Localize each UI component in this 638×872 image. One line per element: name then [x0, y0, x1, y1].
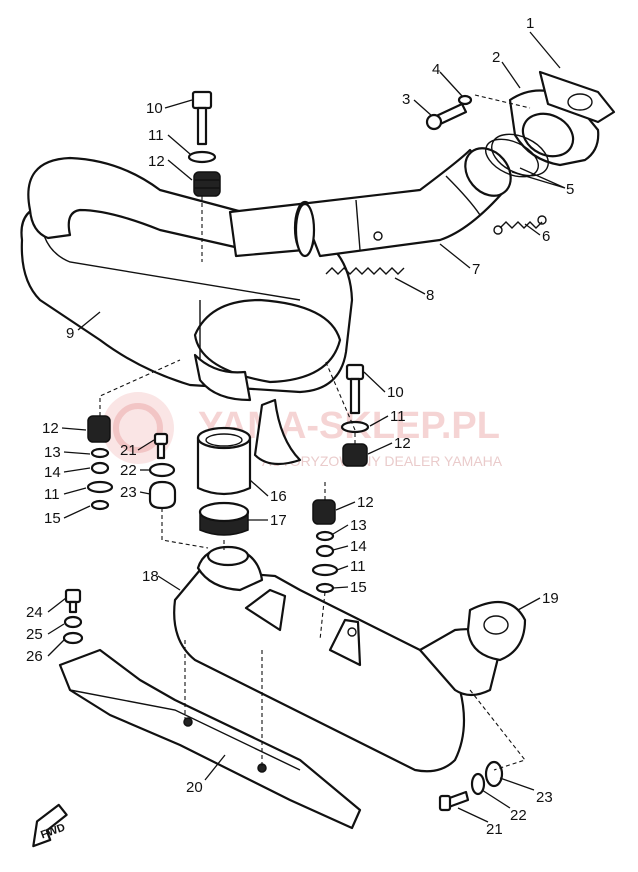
lower-right-stack — [438, 760, 504, 812]
callout-24: 24 — [26, 604, 43, 621]
callout-13-lower: 13 — [350, 517, 367, 534]
callout-12-upper: 12 — [148, 153, 165, 170]
callout-9: 9 — [66, 325, 74, 342]
callout-22-center: 22 — [120, 462, 137, 479]
exhaust-pipe-part — [294, 147, 512, 258]
watermark-subtitle: AUTORYZOWANY DEALER YAMAHA — [262, 453, 503, 469]
right-mount-stack — [340, 363, 370, 467]
ring-17-part — [198, 501, 250, 536]
center-bolt-stack — [148, 432, 177, 510]
callout-1: 1 — [526, 15, 534, 32]
callout-2: 2 — [492, 49, 500, 66]
callout-26: 26 — [26, 648, 43, 665]
callout-11-lower: 11 — [350, 558, 366, 575]
callout-25: 25 — [26, 626, 43, 643]
callout-23-lower: 23 — [536, 789, 553, 806]
callout-10-right: 10 — [387, 384, 404, 401]
callout-14-left: 14 — [44, 464, 61, 481]
upper-mount-stack — [187, 90, 221, 197]
exhaust-flange-part — [508, 70, 616, 167]
callout-10-upper: 10 — [146, 100, 163, 117]
callout-13-left: 13 — [44, 444, 61, 461]
callout-11-upper: 11 — [148, 127, 164, 144]
callout-5: 5 — [566, 181, 574, 198]
callout-11-left: 11 — [44, 486, 60, 503]
callout-20: 20 — [186, 779, 203, 796]
callout-12-right: 12 — [394, 435, 411, 452]
callout-18: 18 — [142, 568, 159, 585]
lower-muffler-part — [173, 545, 527, 773]
callout-3: 3 — [402, 91, 410, 108]
lower-left-stack — [62, 588, 84, 645]
right-lower-stack — [311, 499, 339, 594]
callout-19: 19 — [542, 590, 559, 607]
callout-14-lower: 14 — [350, 538, 367, 555]
callout-23-center: 23 — [120, 484, 137, 501]
callout-7: 7 — [472, 261, 480, 278]
leader-lines — [47, 31, 566, 823]
callout-12-left: 12 — [42, 420, 59, 437]
callout-numbers: 1 2 3 4 5 6 7 8 9 10 11 12 10 11 12 12 1… — [26, 15, 574, 838]
assembly-lines — [99, 94, 531, 771]
spring-8-part — [325, 267, 405, 275]
callout-17: 17 — [270, 512, 287, 529]
gasket-rings-part — [485, 133, 549, 178]
callout-15-lower: 15 — [350, 579, 367, 596]
forward-arrow-icon: FWD — [32, 803, 68, 848]
sleeve-16-part — [196, 426, 252, 496]
callout-16: 16 — [270, 488, 287, 505]
callout-8: 8 — [426, 287, 434, 304]
spring-6-part — [493, 215, 547, 235]
bolt-3-part — [425, 102, 468, 131]
left-mount-stack — [86, 415, 114, 511]
callout-4: 4 — [432, 61, 440, 78]
callout-6: 6 — [542, 228, 550, 245]
callout-15-left: 15 — [44, 510, 61, 527]
callout-21-center: 21 — [120, 442, 137, 459]
callout-11-right: 11 — [390, 408, 406, 425]
bracket-part — [58, 648, 362, 830]
washer-4-part — [457, 94, 473, 106]
watermark-logo-icon — [102, 392, 174, 464]
callout-21-lower: 21 — [486, 821, 503, 838]
callout-22-lower: 22 — [510, 807, 527, 824]
callout-12-lower: 12 — [357, 494, 374, 511]
